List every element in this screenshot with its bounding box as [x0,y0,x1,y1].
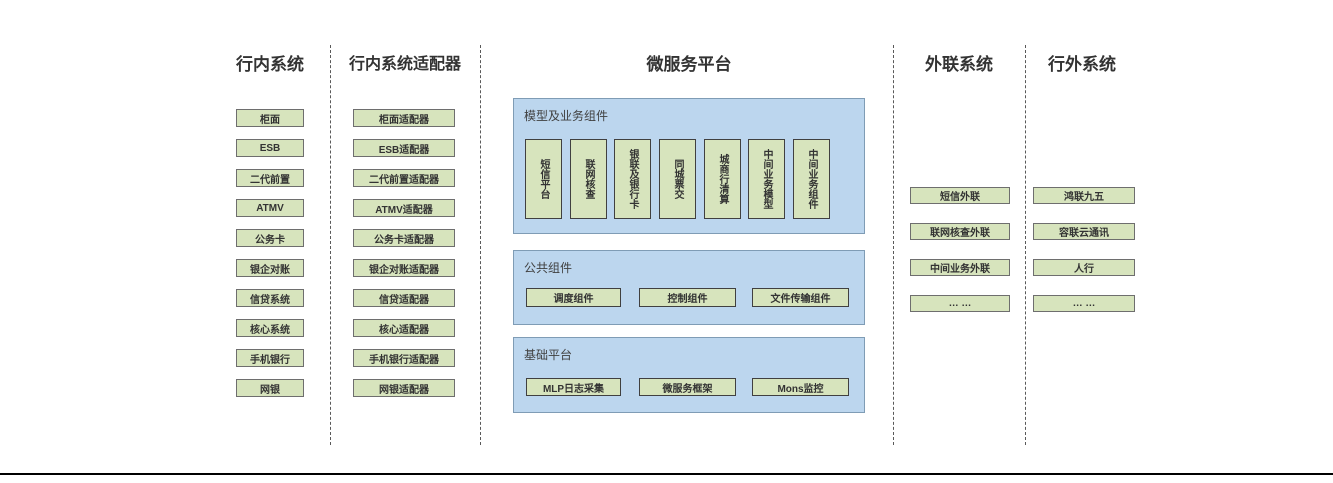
adapter-box: 柜面适配器 [353,109,455,127]
external-box: … … [1033,295,1135,312]
component-box: 联网核查 [570,139,607,219]
group-base-platform: 基础平台 MLP日志采集 微服务框架 Mons监控 [513,337,865,413]
adapter-box: 公务卡适配器 [353,229,455,247]
outreach-box: 中间业务外联 [910,259,1010,276]
adapter-box: ATMV适配器 [353,199,455,217]
system-box: 网银 [236,379,304,397]
component-box: Mons监控 [752,378,849,396]
component-box: 控制组件 [639,288,736,307]
outreach-box: 联网核查外联 [910,223,1010,240]
system-box: 手机银行 [236,349,304,367]
system-box: 银企对账 [236,259,304,277]
component-box: 城商行清算 [704,139,741,219]
column-divider [480,45,481,445]
group-common-components: 公共组件 调度组件 控制组件 文件传输组件 [513,250,865,325]
adapter-box: 核心适配器 [353,319,455,337]
group-label: 基础平台 [524,348,573,362]
external-box: 鸿联九五 [1033,187,1135,204]
column-title-internal: 行内系统 [236,55,304,74]
group-label: 公共组件 [524,261,573,275]
outreach-box: 短信外联 [910,187,1010,204]
component-box: 文件传输组件 [752,288,849,307]
column-title-platform: 微服务平台 [646,55,732,74]
component-box: 银联及银行卡 [614,139,651,219]
system-box: 信贷系统 [236,289,304,307]
external-box: 容联云通讯 [1033,223,1135,240]
adapter-box: ESB适配器 [353,139,455,157]
system-box: 公务卡 [236,229,304,247]
system-box: 柜面 [236,109,304,127]
external-box: 人行 [1033,259,1135,276]
column-title-adapters: 行内系统适配器 [348,56,461,73]
system-box: 二代前置 [236,169,304,187]
component-box: MLP日志采集 [526,378,621,396]
adapter-box: 信贷适配器 [353,289,455,307]
outreach-box: … … [910,295,1010,312]
component-box: 调度组件 [526,288,621,307]
component-box: 同城票交 [659,139,696,219]
group-model-business-components: 模型及业务组件 短信平台 联网核查 银联及银行卡 同城票交 城商行清算 中间业务… [513,98,865,234]
system-box: ATMV [236,199,304,217]
system-box: 核心系统 [236,319,304,337]
column-divider [893,45,894,445]
column-title-external: 行外系统 [1048,55,1116,74]
adapter-box: 二代前置适配器 [353,169,455,187]
component-box: 中间业务模型 [748,139,785,219]
column-divider [330,45,331,445]
system-box: ESB [236,139,304,157]
group-label: 模型及业务组件 [524,109,609,123]
column-divider [1025,45,1026,445]
component-box: 短信平台 [525,139,562,219]
adapter-box: 手机银行适配器 [353,349,455,367]
adapter-box: 银企对账适配器 [353,259,455,277]
component-box: 中间业务组件 [793,139,830,219]
bottom-rule [0,473,1333,475]
column-title-outreach: 外联系统 [925,55,993,74]
component-box: 微服务框架 [639,378,736,396]
adapter-box: 网银适配器 [353,379,455,397]
